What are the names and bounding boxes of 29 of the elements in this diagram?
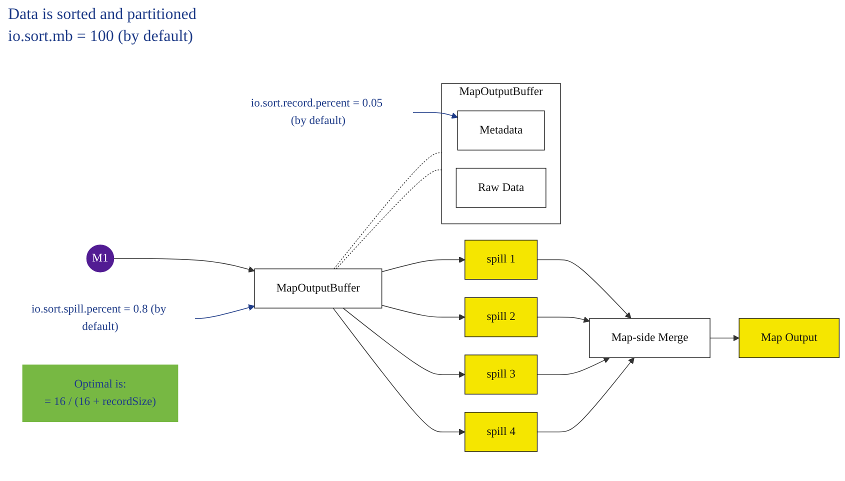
arrow <box>536 259 632 319</box>
node-box: spill 2 <box>464 297 538 338</box>
arrow <box>381 304 466 320</box>
arrow <box>381 256 466 272</box>
note-text: Data is sorted and partitioned <box>8 6 196 24</box>
node-box: MapOutputBuffer <box>254 268 382 308</box>
connector <box>334 152 442 270</box>
connector <box>336 170 442 270</box>
arrow <box>194 304 255 319</box>
node-box: spill 4 <box>464 412 538 452</box>
node-box: spill 1 <box>464 240 538 280</box>
node-box: Map-side Merge <box>589 318 710 358</box>
note-text: io.sort.mb = 100 (by default) <box>8 28 194 46</box>
arrow <box>332 308 466 436</box>
arrow <box>536 316 590 323</box>
node-text: io.sort.spill.percent = 0.8 (by default) <box>31 303 166 334</box>
node-box: spill 3 <box>464 354 538 395</box>
node-text: io.sort.record.percent = 0.05 (by default) <box>250 97 383 128</box>
arrow <box>536 357 634 432</box>
node-box: Metadata <box>457 110 545 150</box>
arrow <box>342 308 466 378</box>
node-box: Raw Data <box>456 168 546 208</box>
node-circle: M1 <box>86 244 114 272</box>
arrow <box>113 258 255 272</box>
node-box: Map Output <box>738 318 840 358</box>
arrow <box>710 334 740 342</box>
node-box: Optimal is: = 16 / (16 + recordSize) <box>22 364 178 422</box>
arrow <box>412 112 458 119</box>
arrow <box>536 357 610 375</box>
